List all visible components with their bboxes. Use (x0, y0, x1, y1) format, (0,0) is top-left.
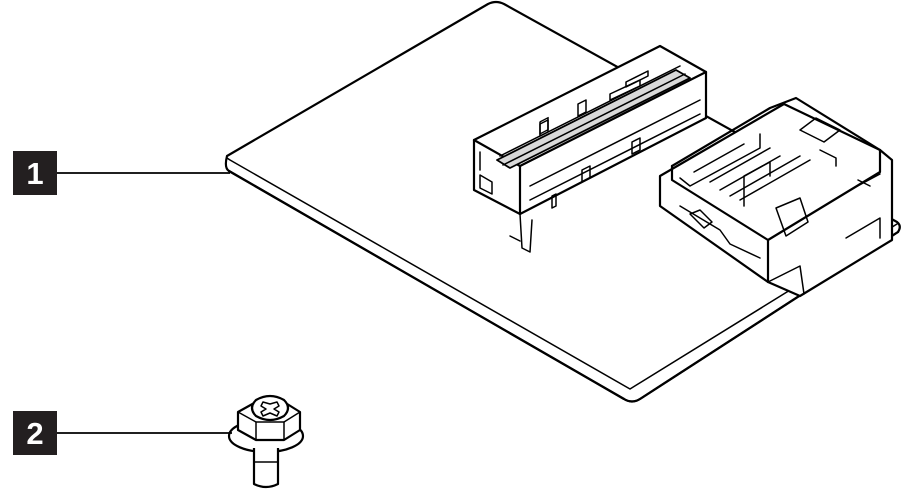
usb-port (658, 96, 894, 298)
callout-1-badge (13, 151, 57, 195)
callout-2-label: 2 (26, 416, 43, 451)
callout-1: 1 (13, 151, 230, 195)
screw (227, 394, 305, 489)
callout-1-label: 1 (26, 156, 43, 191)
circuit-board (224, 0, 901, 403)
callout-2-badge (13, 411, 57, 455)
callout-2: 2 (13, 411, 232, 455)
edge-connector (472, 44, 708, 253)
